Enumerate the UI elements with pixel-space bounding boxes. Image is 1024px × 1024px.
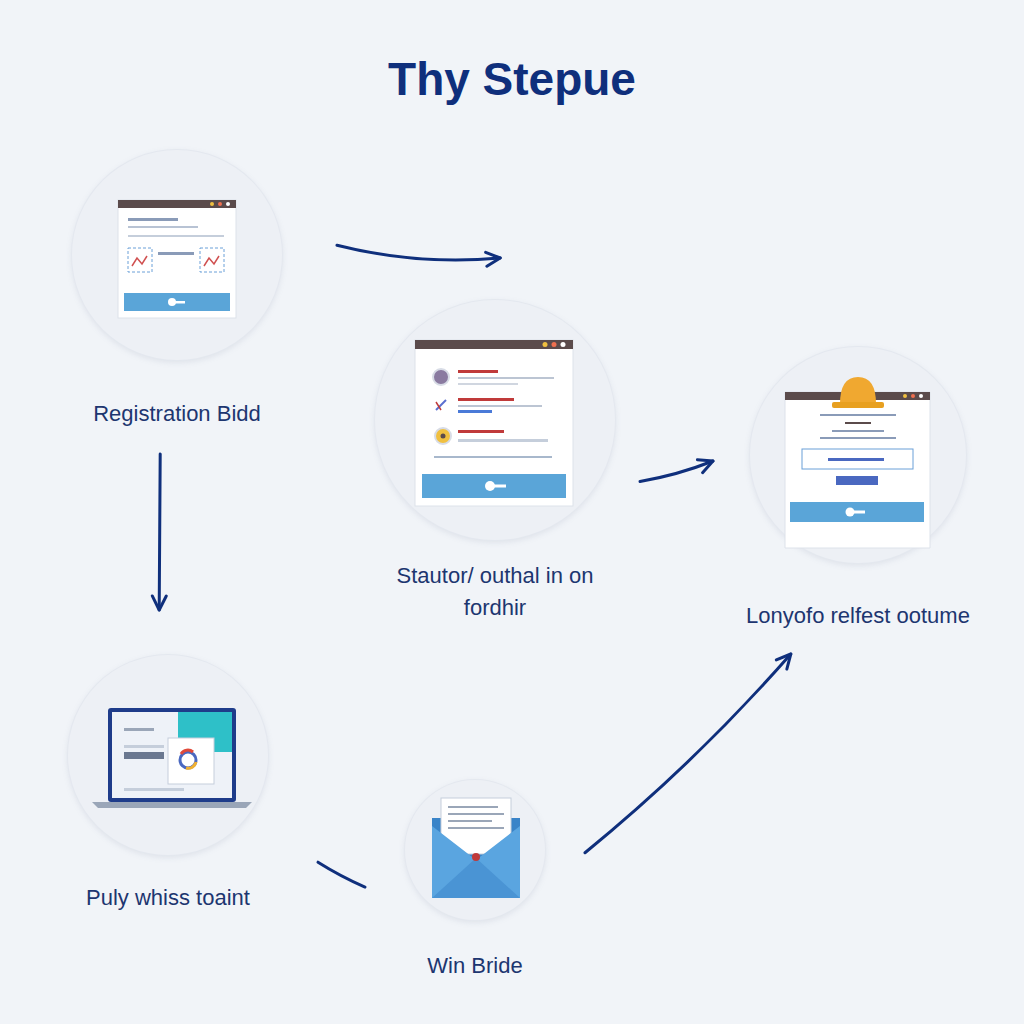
step-label: Lonyofo relfest ootume [738, 600, 978, 632]
step-node: Win Bride [395, 780, 555, 982]
step-circle [375, 300, 615, 540]
step-circle [405, 780, 545, 920]
step-node: Registration Bidd [57, 150, 297, 430]
laptop-icon [92, 708, 252, 808]
flow-arrow [585, 654, 791, 853]
step-node: Lonyofo relfest ootume [738, 347, 978, 632]
flow-arrow [159, 454, 160, 610]
flow-arrow [337, 245, 500, 260]
flow-arrow [318, 862, 365, 887]
step-node: Puly whiss toaint [58, 655, 278, 914]
step-circle [750, 347, 966, 563]
list-icon [415, 340, 573, 506]
step-label: Registration Bidd [57, 398, 297, 430]
diagram-title: Thy Stepue [0, 52, 1024, 106]
step-circle [72, 150, 282, 360]
step-circle [68, 655, 268, 855]
step-label: Stautor/ outhal in on fordhir [365, 560, 625, 624]
login-icon [785, 377, 930, 548]
step-label: Win Bride [395, 950, 555, 982]
form-icon [118, 200, 236, 318]
envelope-icon [432, 798, 520, 898]
step-label: Puly whiss toaint [58, 882, 278, 914]
step-node: Stautor/ outhal in on fordhir [365, 300, 625, 624]
flow-arrow [640, 461, 713, 481]
